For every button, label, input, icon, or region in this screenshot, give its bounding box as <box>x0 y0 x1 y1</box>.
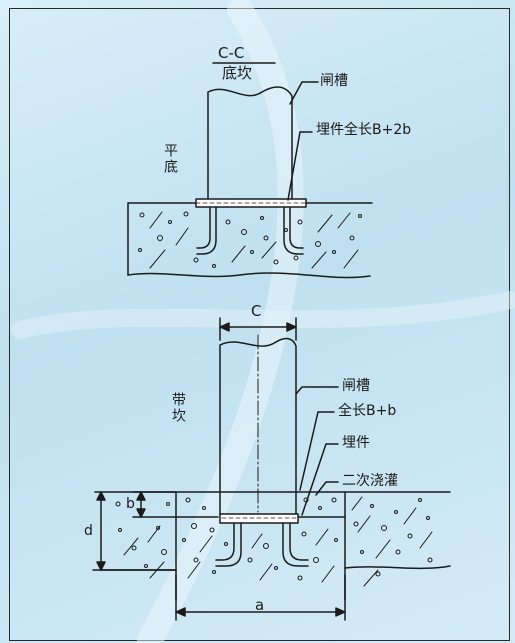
dim-c-label: C <box>251 302 262 320</box>
bottom-length-leader <box>299 411 335 491</box>
top-section <box>127 62 373 279</box>
top-anchor-left <box>196 206 211 249</box>
dim-a-arrow-left <box>175 607 186 617</box>
dim-d-arrow-bottom <box>96 561 106 571</box>
dim-a-label: a <box>255 596 265 614</box>
dim-b-label: b <box>126 496 135 512</box>
dim-c-arrow-right <box>286 322 297 332</box>
bottom-anchor-left-inner <box>215 522 242 567</box>
bottom-anchor-right-inner <box>282 522 309 567</box>
top-section-subtitle: 底坎 <box>222 64 253 82</box>
top-anchor-left-inner <box>196 206 217 255</box>
top-section-title: C-C <box>218 44 245 62</box>
dim-d-label: d <box>84 523 93 539</box>
bottom-aggregate <box>115 497 433 581</box>
bottom-side-label: 带坎 <box>170 392 186 424</box>
top-anchor-right <box>289 206 304 249</box>
bottom-full-length-label: 全长B+b <box>338 403 397 419</box>
dim-c-arrow-left <box>219 322 230 332</box>
bottom-embedded-plate <box>219 513 299 524</box>
bottom-gate-slot-leader <box>295 386 339 395</box>
diagram-frame <box>9 8 510 641</box>
top-gate-slot-leader <box>289 81 319 105</box>
top-embedded-part-label: 埋件全长B+2b <box>316 122 412 138</box>
bottom-grout-label: 二次浇灌 <box>342 473 398 489</box>
top-gate-slot-label: 闸槽 <box>320 73 348 89</box>
top-embedded-leader <box>287 131 313 201</box>
top-break-line <box>127 272 371 279</box>
dim-a-arrow-right <box>335 607 346 617</box>
dim-d-arrow-top <box>96 491 106 501</box>
top-gate-slot <box>207 86 293 199</box>
background-wave <box>11 291 515 339</box>
bottom-gate-slot-label: 闸槽 <box>342 378 370 394</box>
top-side-label: 平底 <box>162 143 178 175</box>
bottom-section <box>92 317 451 621</box>
bottom-gate-slot <box>219 337 297 516</box>
dim-b-arrow-bottom <box>136 508 146 518</box>
top-anchor-right-inner <box>283 206 304 255</box>
bottom-anchor-left <box>215 522 235 561</box>
bottom-embedded-leader <box>301 443 339 516</box>
top-aggregate <box>138 211 362 268</box>
bottom-embedded-part-label: 埋件 <box>342 435 370 451</box>
background-wave <box>137 0 304 643</box>
dim-b-arrow-top <box>136 491 146 501</box>
bottom-grout-leader <box>315 481 339 496</box>
top-hatching <box>149 211 359 269</box>
bottom-hatching <box>123 496 433 587</box>
bottom-anchor-right <box>289 522 309 561</box>
